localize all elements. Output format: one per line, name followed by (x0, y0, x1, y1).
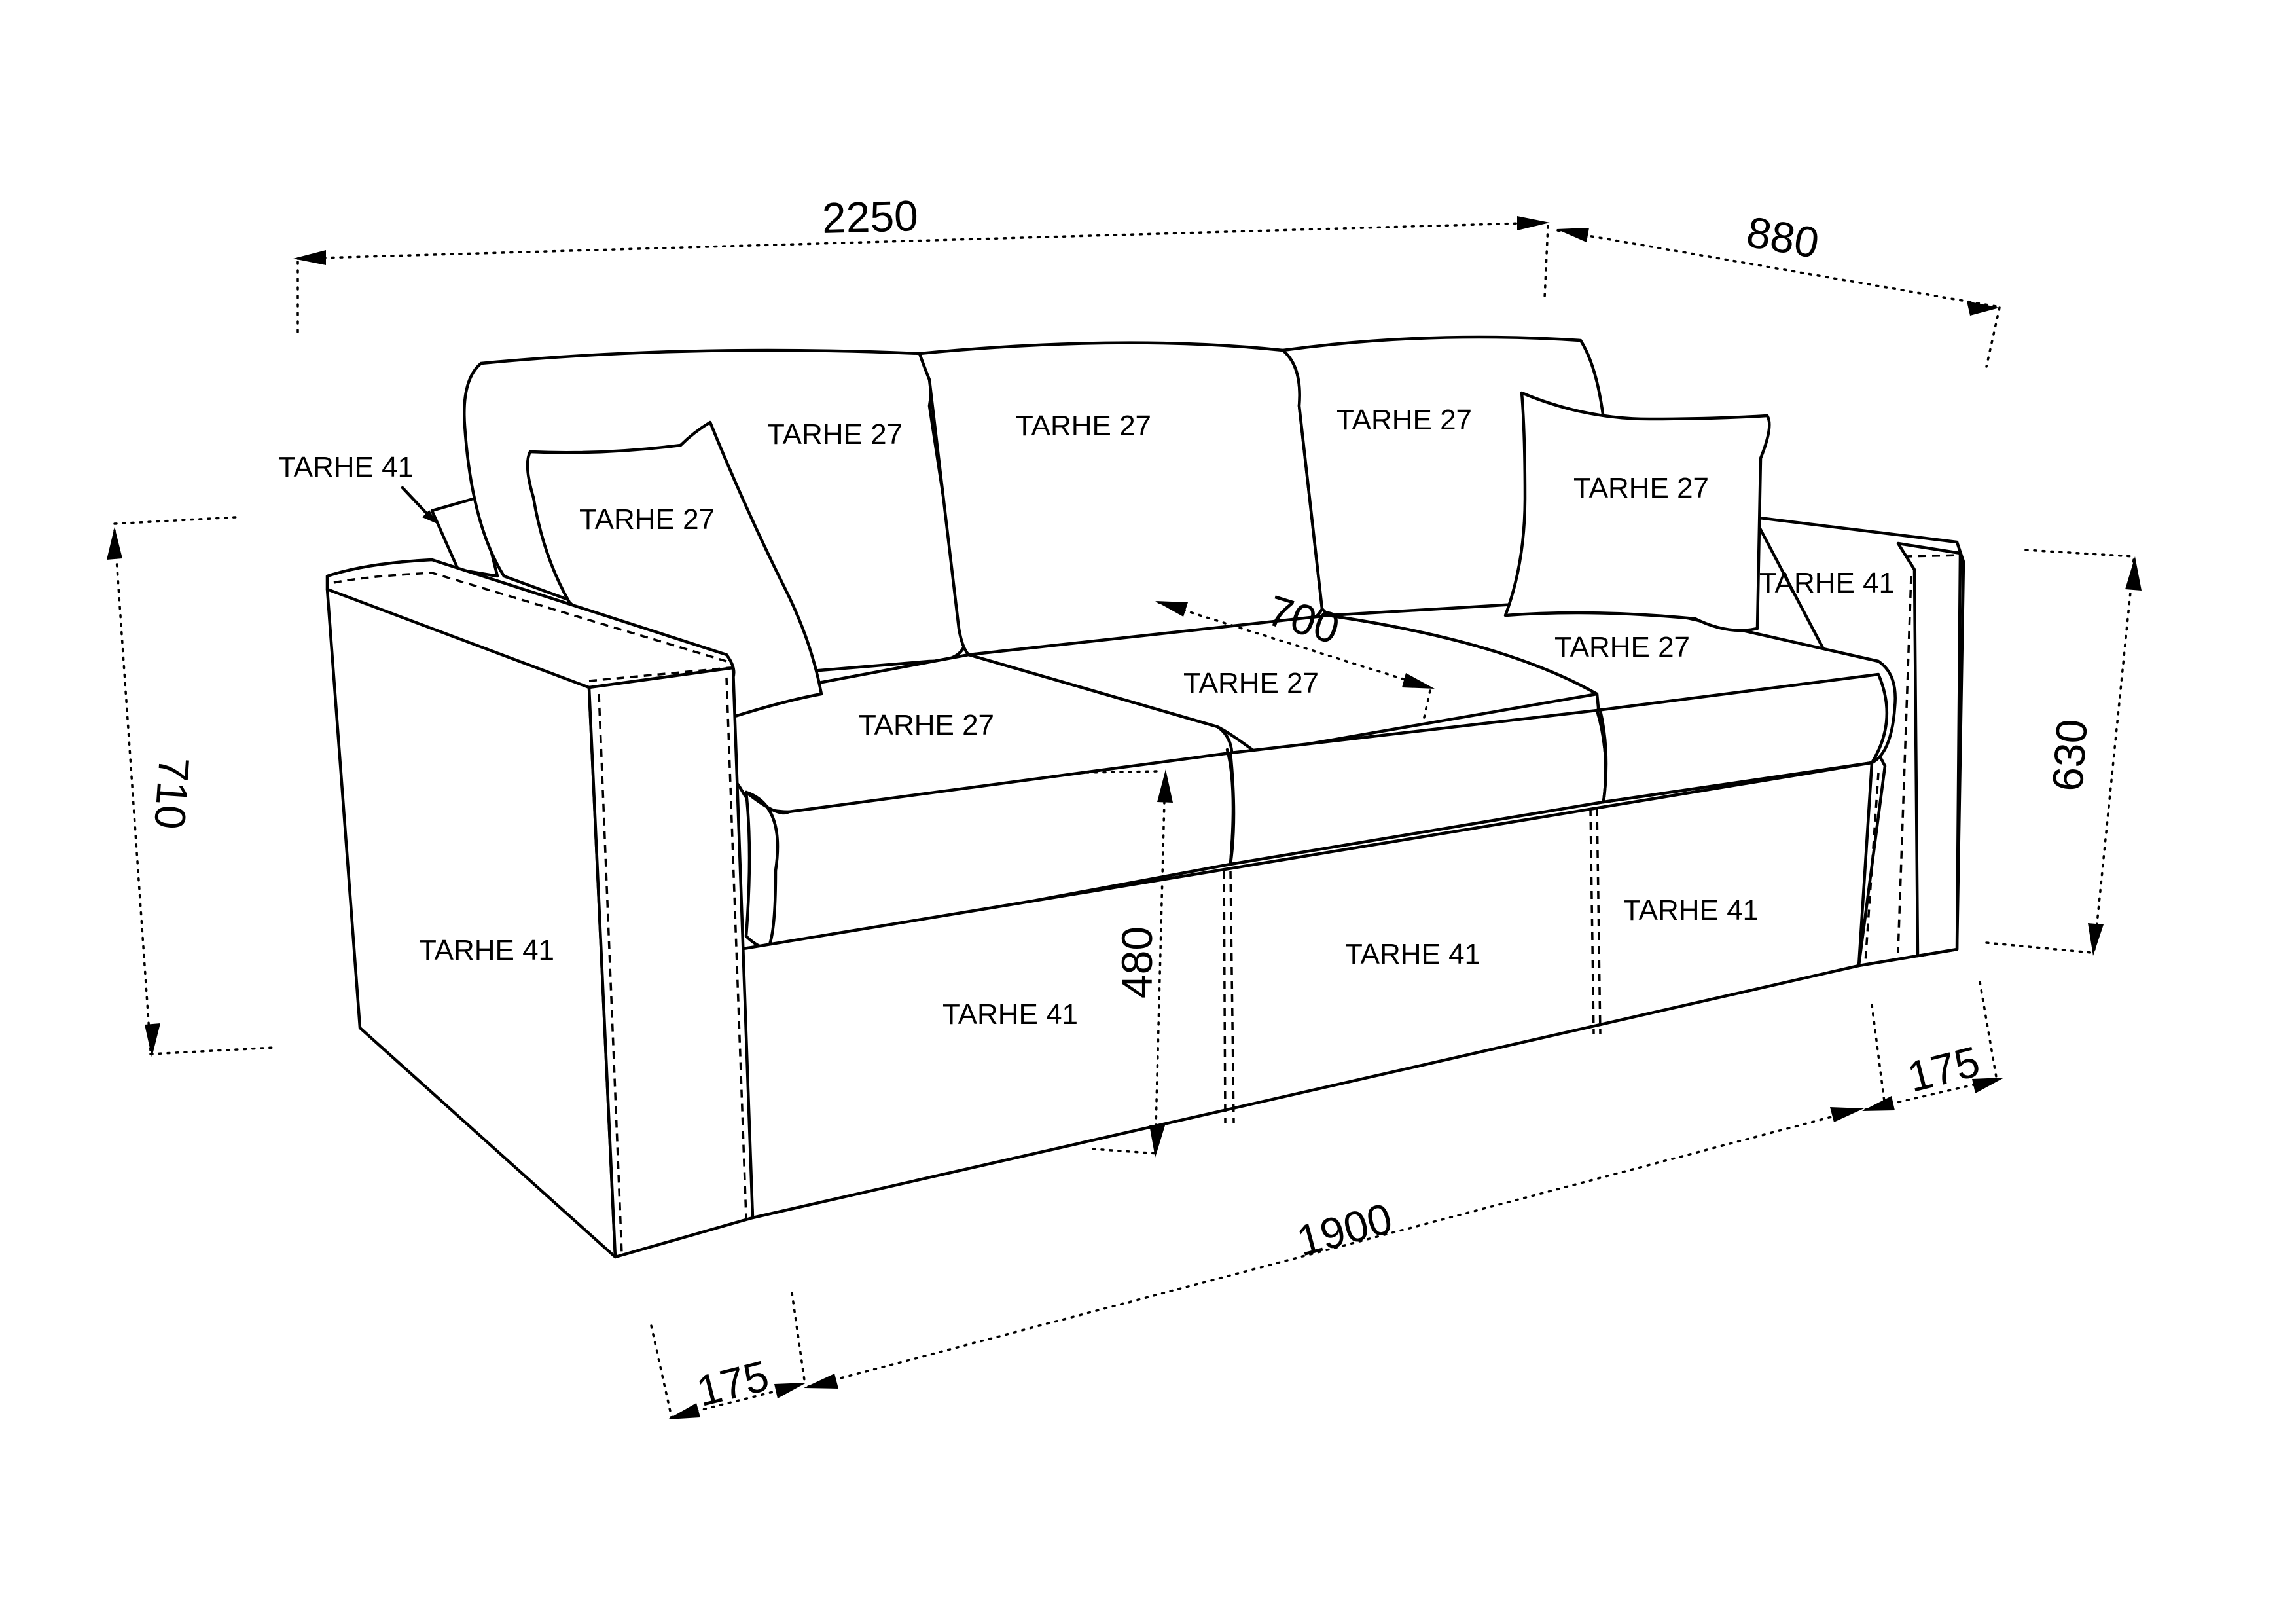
back-cushion-middle (918, 341, 1324, 657)
dim-arm-height: 630 (2043, 718, 2096, 793)
label-pillow-left: TARHE 27 (579, 503, 715, 536)
label-backrest-arm: TARHE 41 (278, 451, 414, 483)
pillow-left (526, 420, 823, 719)
label-base-right: TARHE 41 (1623, 894, 1759, 926)
label-left-arm-side: TARHE 41 (419, 934, 554, 966)
label-back-cushion-left: TARHE 27 (767, 418, 903, 450)
label-back-cushion-right: TARHE 27 (1336, 404, 1472, 436)
left-arm-side (325, 587, 617, 1259)
right-arm-front (1896, 541, 1962, 958)
label-base-left: TARHE 41 (942, 998, 1078, 1030)
dim-seat-height: 480 (1113, 926, 1161, 998)
dim-depth: 880 (1743, 207, 1822, 267)
dim-total-width: 2250 (821, 191, 919, 242)
label-right-arm: TARHE 41 (1759, 567, 1895, 599)
dim-arm-width-right: 175 (1903, 1036, 1984, 1101)
label-seat-right: TARHE 27 (1554, 631, 1690, 663)
dim-total-height: 710 (145, 756, 199, 831)
dim-seat-width: 1900 (1292, 1194, 1397, 1265)
label-base-middle: TARHE 41 (1345, 938, 1480, 970)
left-arm-front (587, 666, 755, 1259)
label-back-cushion-middle: TARHE 27 (1016, 410, 1151, 442)
dim-arm-width-left: 175 (692, 1351, 774, 1415)
label-pillow-right: TARHE 27 (1573, 472, 1709, 504)
label-seat-middle: TARHE 27 (1183, 667, 1319, 699)
label-seat-left: TARHE 27 (859, 709, 994, 741)
pillow-right (1503, 391, 1771, 632)
